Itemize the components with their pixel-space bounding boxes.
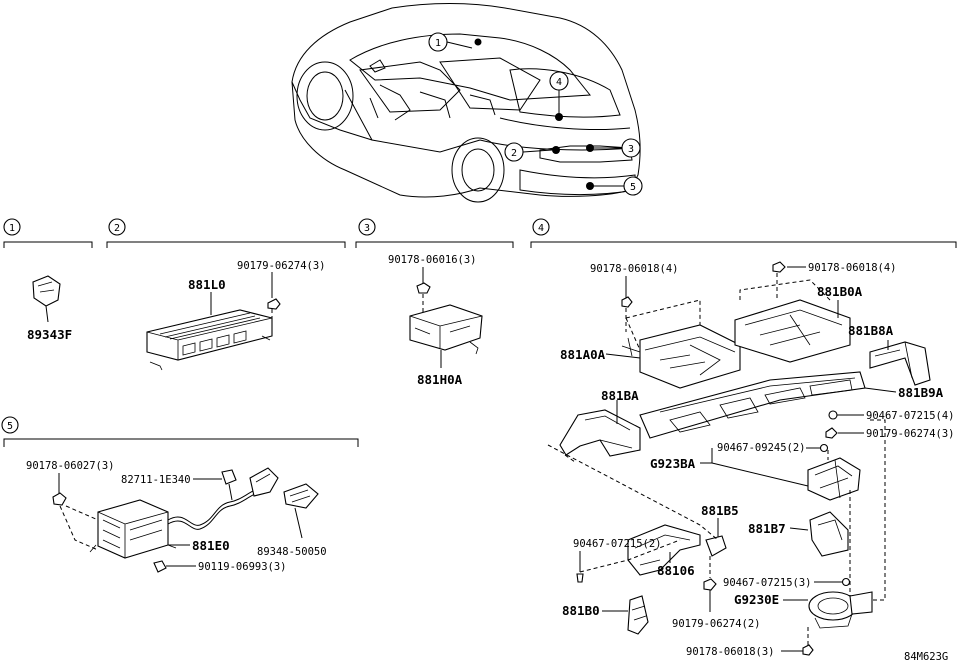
part-881B0A-label: 881B0A <box>817 284 863 299</box>
car-callout-3-num: 3 <box>628 144 634 155</box>
part-88106-label: 88106 <box>657 563 695 578</box>
car-callout-3 <box>621 138 641 158</box>
part-881L0-label: 881L0 <box>188 277 226 292</box>
part-90178-06018-4-label-right: 90178-06018(4) <box>808 262 897 274</box>
vehicle-illustration <box>291 3 641 203</box>
part-90467-07215-3-label: 90467-07215(3) <box>723 577 812 589</box>
part-90178-06027-3-label: 90178-06027(3) <box>26 460 115 472</box>
part-881B9A-label: 881B9A <box>898 385 944 400</box>
car-callouts: 1 4 2 3 5 <box>428 32 643 196</box>
section-5: 90178-06027(3) 881E0 90119-06993(3) 8271… <box>26 460 327 573</box>
section-headers: 1 2 3 4 5 <box>1 218 957 447</box>
part-82711-1E340-label: 82711-1E340 <box>121 474 191 486</box>
section-4-num: 4 <box>538 223 544 234</box>
car-callout-5 <box>623 176 643 196</box>
part-881H0A-label: 881H0A <box>417 372 463 387</box>
section-1: 89343F <box>27 275 72 342</box>
part-90179-06274-3-label-s4: 90179-06274(3) <box>866 428 955 440</box>
part-89348-50050-label: 89348-50050 <box>257 546 327 558</box>
part-90179-06274-2-label: 90179-06274(2) <box>672 618 761 630</box>
diagram-code: 84M623G <box>904 651 948 663</box>
part-881B7-label: 881B7 <box>748 521 786 536</box>
part-90178-06016-3-label: 90178-06016(3) <box>388 254 477 266</box>
car-callout-1 <box>428 32 448 52</box>
section-3-num: 3 <box>364 223 370 234</box>
part-90467-07215-2-label: 90467-07215(2) <box>573 538 662 550</box>
car-callout-1-num: 1 <box>435 38 441 49</box>
car-callout-5-num: 5 <box>630 182 636 193</box>
part-G9230E-label: G9230E <box>734 592 779 607</box>
part-881BA-label: 881BA <box>601 388 639 403</box>
part-881E0-label: 881E0 <box>192 538 230 553</box>
car-callout-2-num: 2 <box>511 148 517 159</box>
part-G923BA-label: G923BA <box>650 456 696 471</box>
car-callout-4 <box>549 71 569 91</box>
part-90119-06993-3-label: 90119-06993(3) <box>198 561 287 573</box>
part-881B5-label: 881B5 <box>701 503 739 518</box>
part-90178-06018-3-label: 90178-06018(3) <box>686 646 775 658</box>
section-4: 90178-06018(4) 90178-06018(4) 881A0A 881… <box>547 261 955 658</box>
part-90178-06018-4-label-left: 90178-06018(4) <box>590 263 679 275</box>
part-90467-09245-2-label: 90467-09245(2) <box>717 442 806 454</box>
section-1-num: 1 <box>9 223 15 234</box>
section-2-num: 2 <box>114 223 120 234</box>
car-callout-2 <box>504 142 524 162</box>
part-89343F-label: 89343F <box>27 327 72 342</box>
part-881A0A-label: 881A0A <box>560 347 606 362</box>
part-90467-07215-4-label: 90467-07215(4) <box>866 410 955 422</box>
section-2: 881L0 90179-06274(3) <box>146 260 326 371</box>
section-5-num: 5 <box>7 421 13 432</box>
part-881B8A-label: 881B8A <box>848 323 894 338</box>
part-90179-06274-3-label-s2: 90179-06274(3) <box>237 260 326 272</box>
section-3: 90178-06016(3) 881H0A <box>388 254 483 387</box>
part-881B0-label: 881B0 <box>562 603 600 618</box>
car-callout-4-num: 4 <box>556 77 562 88</box>
